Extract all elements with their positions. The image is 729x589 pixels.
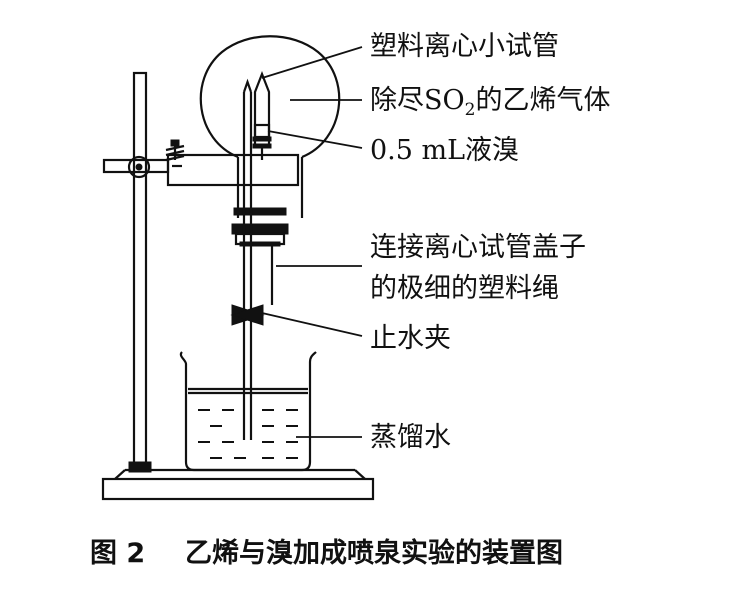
water-dashes	[198, 409, 298, 459]
label-centrifuge-tube: 塑料离心小试管	[370, 31, 559, 62]
label-bromine: 0.5 mL液溴	[370, 135, 519, 166]
boss-clamp	[102, 139, 300, 187]
label-water-clamp: 止水夹	[370, 323, 451, 354]
glass-tube	[242, 78, 253, 440]
round-flask	[199, 35, 341, 247]
label-gas-pre: 除尽SO	[370, 85, 465, 116]
stand-rod	[128, 71, 152, 473]
label-ethylene-gas: 除尽SO2的乙烯气体	[370, 85, 610, 120]
label-gas-sub: 2	[465, 100, 476, 120]
leader-lines	[261, 46, 363, 438]
label-rope-line1: 连接离心试管盖子	[370, 232, 586, 263]
label-distilled-water: 蒸馏水	[370, 422, 451, 453]
figure-number: 图 2	[90, 538, 145, 569]
water-clamp	[230, 304, 265, 326]
label-rope-line2: 的极细的塑料绳	[370, 273, 559, 304]
label-gas-post: 的乙烯气体	[475, 85, 610, 116]
beaker	[179, 351, 317, 472]
centrifuge-tube	[252, 70, 272, 160]
stand-base	[101, 468, 375, 501]
figure-title: 乙烯与溴加成喷泉实验的装置图	[185, 537, 563, 569]
